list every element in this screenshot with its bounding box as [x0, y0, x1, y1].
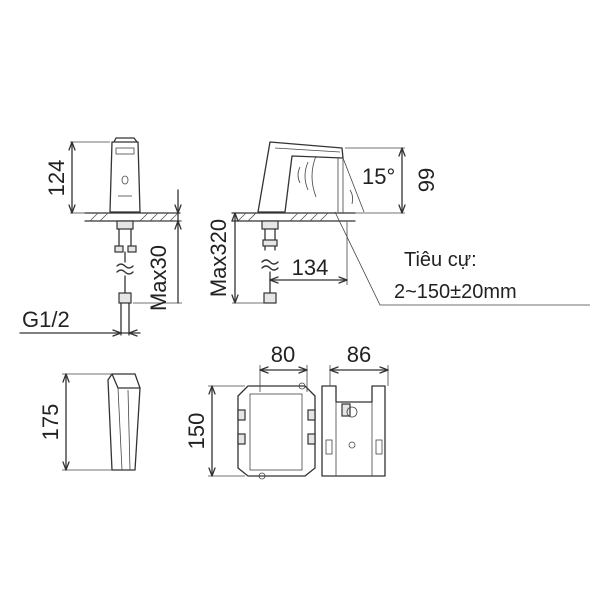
focal-length-title: Tiêu cự:	[404, 249, 477, 271]
side-view	[231, 141, 590, 306]
control-box-views	[208, 365, 389, 480]
spout-end-view	[62, 373, 141, 471]
label-g12: G1/2	[22, 307, 70, 332]
label-80: 80	[271, 342, 295, 367]
label-175: 175	[38, 404, 63, 441]
focal-length-value: 2~150±20mm	[394, 281, 517, 303]
label-max30: Max30	[146, 245, 171, 311]
label-15-degrees: 15°	[362, 164, 395, 189]
label-150: 150	[184, 413, 209, 450]
label-max320: Max320	[206, 219, 231, 297]
label-124: 124	[44, 160, 69, 197]
front-view	[19, 137, 182, 337]
label-134: 134	[292, 255, 329, 280]
label-99: 99	[414, 168, 439, 192]
label-86: 86	[347, 342, 371, 367]
